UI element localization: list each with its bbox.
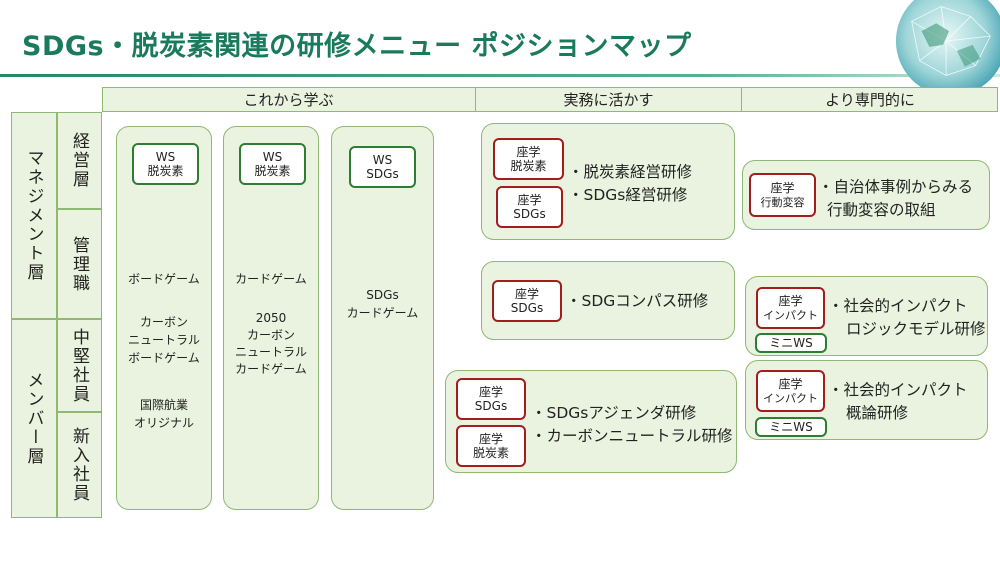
learn-a-text-6: オリジナル	[133, 416, 194, 430]
learn-column-c	[331, 126, 434, 510]
learn-b-text-3: カーボン	[246, 328, 295, 342]
learn-b-text-5: カードゲーム	[235, 362, 307, 376]
practice-2-item-1: ・SDGコンパス研修	[566, 292, 709, 310]
globe-icon	[895, 0, 1000, 97]
header-col-practice: 実務に活かす	[476, 87, 742, 112]
row-management-label: マネジメント層	[23, 149, 44, 282]
practice-3-item-2: ・カーボンニュートラル研修	[531, 427, 733, 445]
expert-1-item-1: ・自治体事例からみる	[818, 178, 974, 196]
row-executive: 経営層	[57, 112, 102, 209]
learn-c-text-2: カードゲーム	[346, 306, 419, 320]
header-col-expert: より専門的に	[825, 91, 915, 109]
row-member-label: メンバー層	[23, 371, 44, 466]
row-member: メンバー層	[11, 319, 57, 518]
learn-c-text-1: SDGs	[366, 288, 399, 302]
learn-column-b	[223, 126, 319, 510]
practice-3-chip-2: 座学脱炭素	[456, 425, 526, 467]
row-newhire: 新入社員	[57, 412, 102, 518]
row-executive-label: 経営層	[69, 132, 89, 189]
practice-3-item-1: ・SDGsアジェンダ研修	[531, 404, 697, 422]
learn-b-text-4: ニュートラル	[234, 345, 307, 359]
expert-2-item-1: ・社会的インパクト	[828, 297, 968, 315]
expert-3-item-2: 概論研修	[846, 404, 909, 422]
expert-2-item-2: ロジックモデル研修	[846, 320, 986, 338]
row-mid: 中堅社員	[57, 319, 102, 412]
row-mid-label: 中堅社員	[69, 327, 89, 404]
expert-3-item-1: ・社会的インパクト	[828, 381, 968, 399]
learn-b-text-2: 2050	[255, 311, 287, 325]
learn-a-text-4: ボードゲーム	[128, 351, 200, 365]
expert-2-chip: 座学インパクト	[756, 287, 825, 329]
practice-1-chip-1: 座学脱炭素	[493, 138, 564, 180]
expert-3-chip: 座学インパクト	[756, 370, 825, 412]
learn-a-text-5: 国際航業	[139, 398, 188, 412]
row-manager: 管理職	[57, 209, 102, 319]
learn-column-a	[116, 126, 212, 510]
practice-1-item-2: ・SDGs経営研修	[568, 186, 688, 204]
page-title: SDGs・脱炭素関連の研修メニュー ポジションマップ	[22, 31, 692, 62]
learn-a-text-3: ニュートラル	[127, 333, 200, 347]
expert-1-chip: 座学行動変容	[749, 173, 816, 217]
expert-2-mini-ws: ミニWS	[755, 333, 827, 353]
row-newhire-label: 新入社員	[69, 427, 89, 503]
title-underline	[0, 74, 1000, 77]
practice-1-item-1: ・脱炭素経営研修	[568, 163, 693, 181]
expert-3-mini-ws: ミニWS	[755, 417, 827, 437]
learn-a-text-2: カーボン	[139, 315, 188, 329]
row-management: マネジメント層	[11, 112, 57, 319]
expert-1-item-2: 行動変容の取組	[827, 201, 936, 219]
row-manager-label: 管理職	[69, 235, 89, 293]
learn-a-text-1: ボードゲーム	[128, 272, 200, 286]
header-band	[102, 87, 998, 112]
header-col-learn: これから学ぶ	[102, 87, 476, 112]
learn-b-text-1: カードゲーム	[235, 272, 307, 286]
